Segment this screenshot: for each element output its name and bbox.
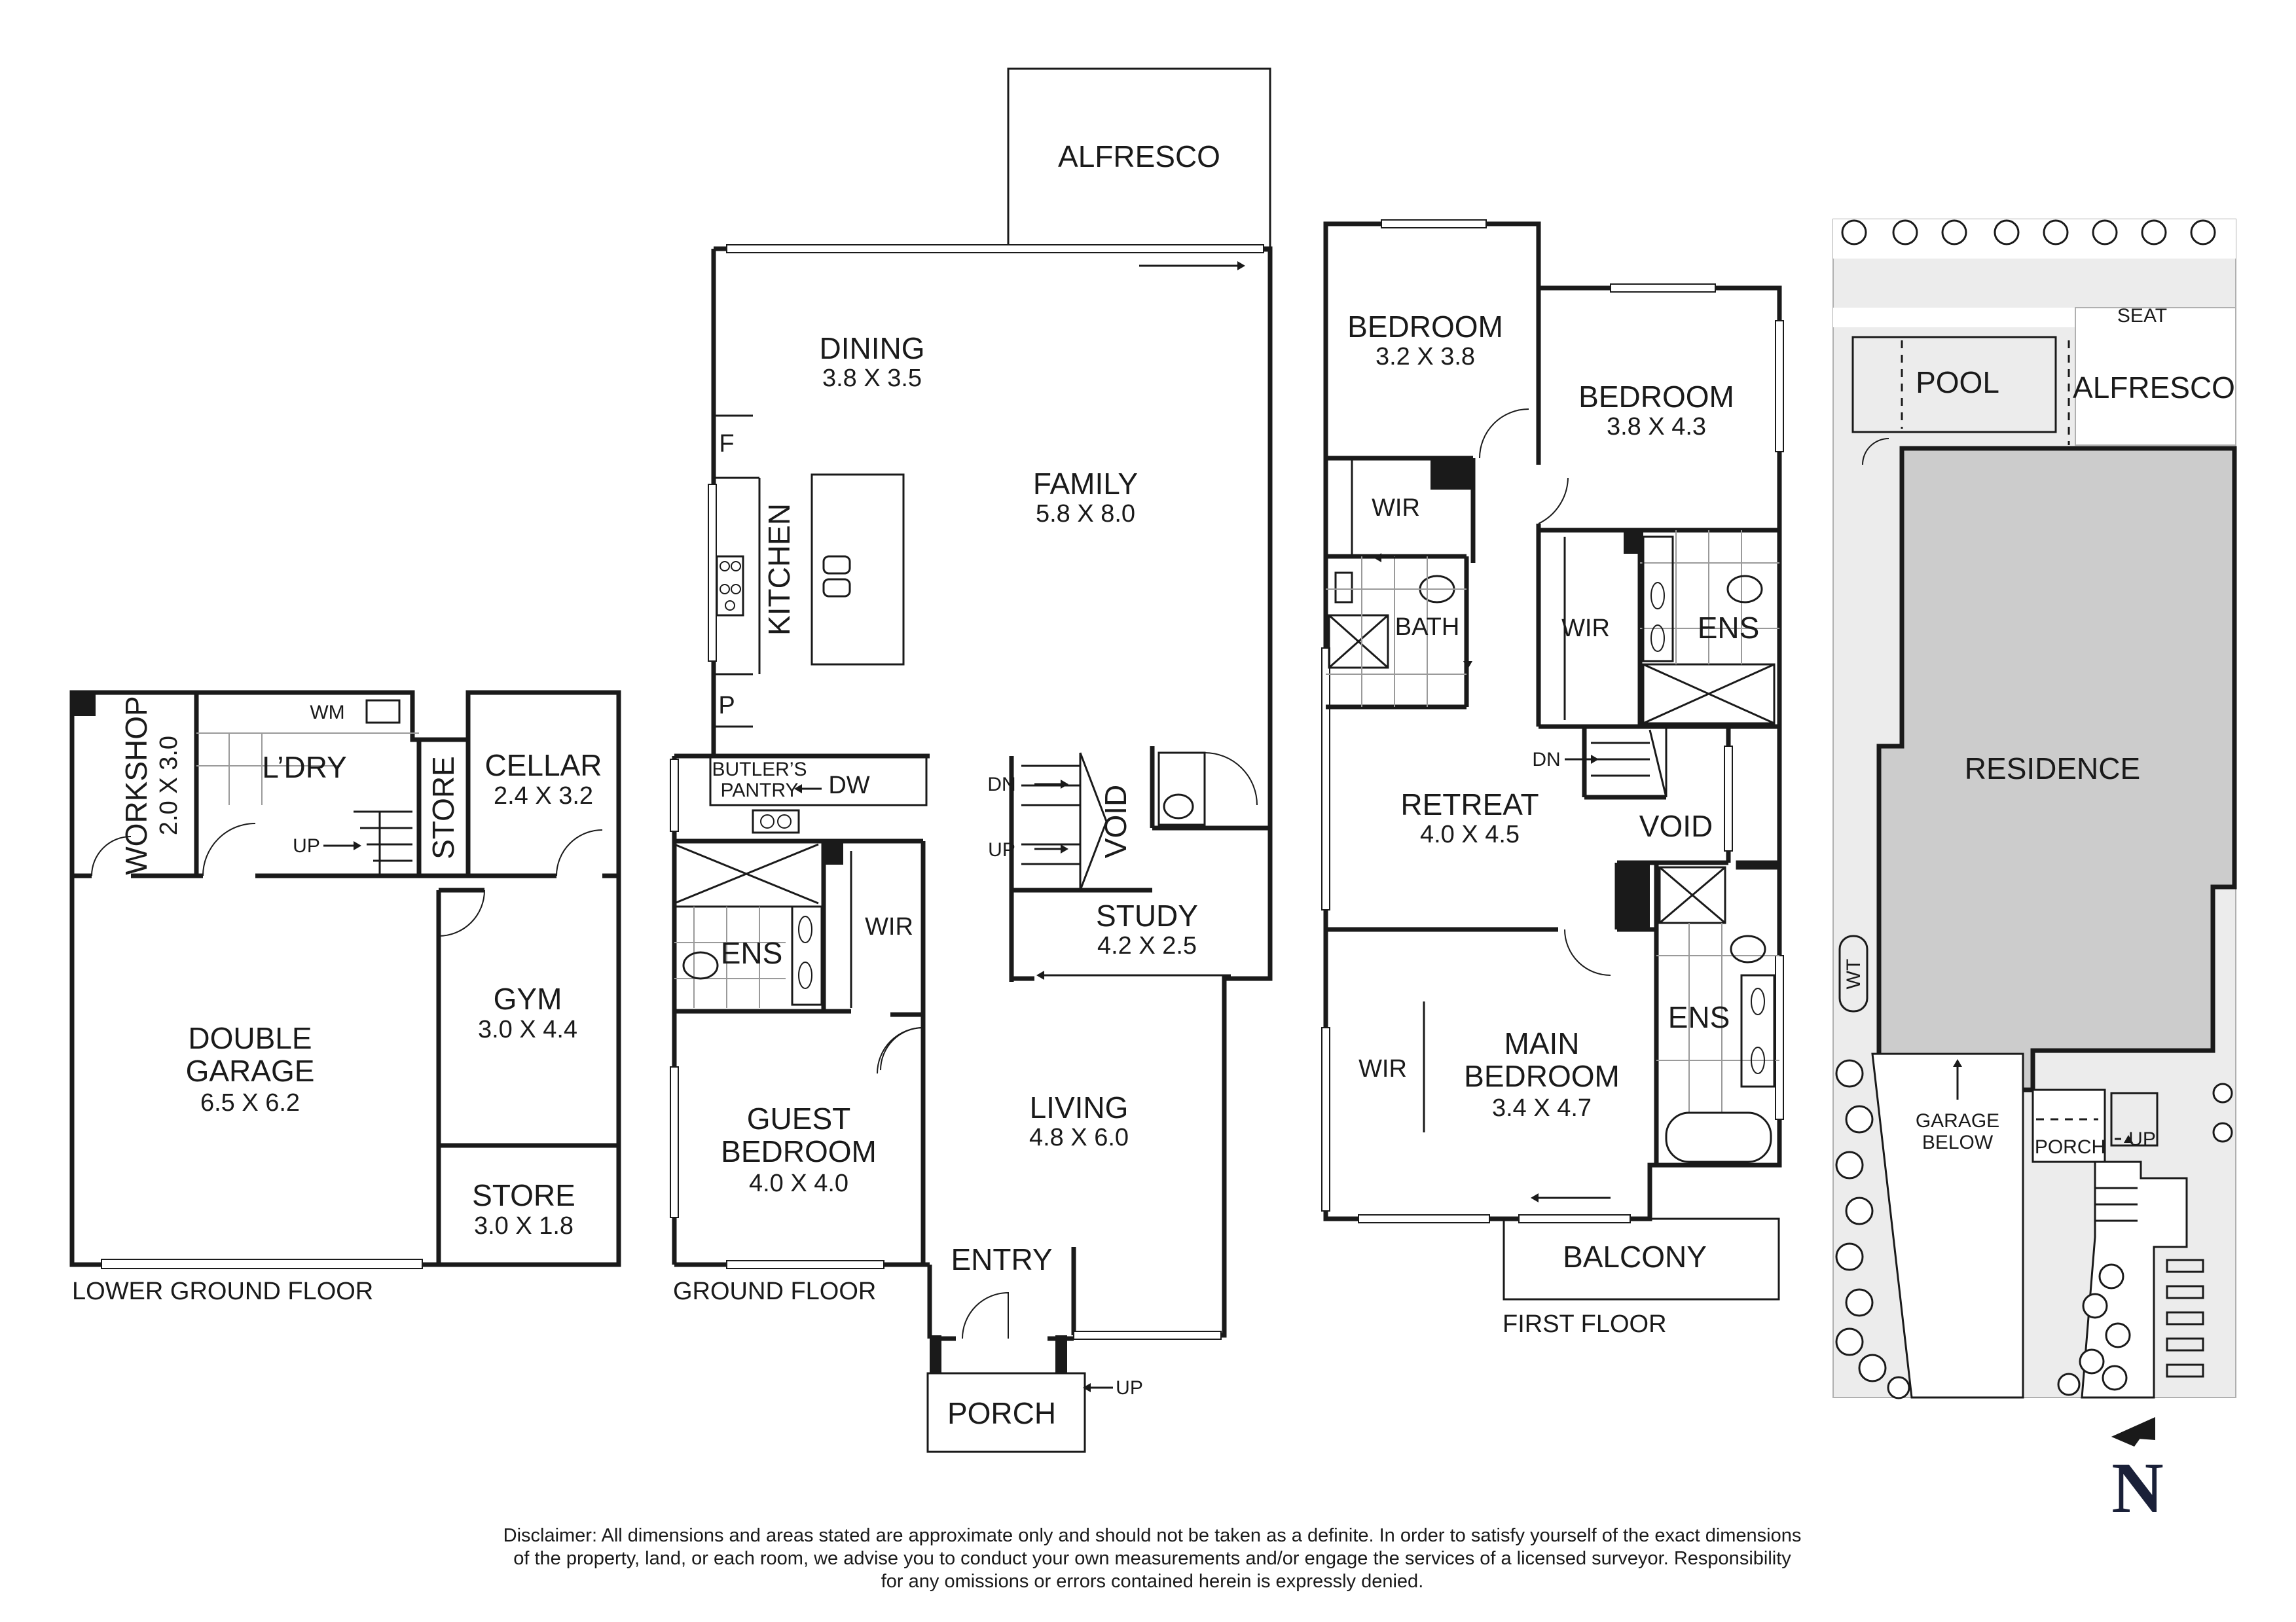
alfresco-label: ALFRESCO <box>1058 139 1220 173</box>
bedroom-a-label: BEDROOM <box>1347 310 1503 344</box>
up-stairs-label: UP <box>988 839 1015 861</box>
bath-label: BATH <box>1395 613 1460 641</box>
porch-label: PORCH <box>947 1396 1056 1430</box>
guest-bedroom-label-1: GUEST <box>747 1102 850 1136</box>
garage-below-label-1: GARAGE <box>1916 1110 1999 1132</box>
void-label-first: VOID <box>1639 809 1713 843</box>
bedroom-b-dim: 3.8 X 4.3 <box>1607 413 1706 441</box>
gym-dim: 3.0 X 4.4 <box>478 1016 577 1043</box>
wir-main-label: WIR <box>1358 1055 1407 1083</box>
up-porch-label: UP <box>1116 1377 1143 1399</box>
pantry-label: P <box>718 692 735 719</box>
site-alfresco-label: ALFRESCO <box>2073 370 2235 405</box>
ens-b-label: ENS <box>1698 611 1760 645</box>
north-arrow-icon: N <box>2111 1417 2164 1528</box>
workshop-label: WORKSHOP <box>119 696 153 874</box>
retreat-dim: 4.0 X 4.5 <box>1420 821 1520 848</box>
garage-below-label-2: BELOW <box>1922 1132 1994 1153</box>
tree-icons <box>1835 219 2233 1399</box>
study-label: STUDY <box>1096 899 1198 933</box>
lower-ground-floor-plan: WORKSHOP 2.0 X 3.0 WM L’DRY STORE CELLAR… <box>69 690 621 1305</box>
lower-ground-floor-label: LOWER GROUND FLOOR <box>72 1278 373 1305</box>
ground-floor-label: GROUND FLOOR <box>673 1278 876 1305</box>
disclaimer: Disclaimer: All dimensions and areas sta… <box>503 1525 1802 1592</box>
cellar-label: CELLAR <box>485 748 602 782</box>
kitchen-label: KITCHEN <box>762 503 796 636</box>
double-garage-label-1: DOUBLE <box>188 1021 312 1055</box>
guest-bedroom-label-2: BEDROOM <box>721 1134 877 1168</box>
dn-label: DN <box>987 774 1015 795</box>
study-dim: 4.2 X 2.5 <box>1097 932 1197 960</box>
wir-label: WIR <box>865 913 913 941</box>
dining-label: DINING <box>820 331 925 365</box>
entry-label: ENTRY <box>951 1242 1052 1276</box>
dishwasher-label: DW <box>828 772 869 799</box>
disclaimer-line-3: for any omissions or errors contained he… <box>881 1571 1424 1592</box>
retreat-label: RETREAT <box>1400 787 1539 821</box>
ground-floor-plan: ALFRESCO DINING 3.8 X 3.5 FAMILY 5.8 X 8… <box>670 67 1273 1453</box>
main-bedroom-label-2: BEDROOM <box>1464 1059 1620 1093</box>
living-dim: 4.8 X 6.0 <box>1029 1124 1129 1151</box>
wir-b-label: WIR <box>1561 615 1610 642</box>
double-garage-label-2: GARAGE <box>186 1054 315 1088</box>
site-porch-label: PORCH <box>2035 1136 2105 1158</box>
dn-label-first: DN <box>1532 749 1560 770</box>
up-label: UP <box>293 835 320 857</box>
bedroom-a-dim: 3.2 X 3.8 <box>1376 343 1475 370</box>
gym-label: GYM <box>494 982 562 1016</box>
ensuite-label: ENS <box>721 936 783 970</box>
living-label: LIVING <box>1030 1090 1129 1125</box>
family-label: FAMILY <box>1033 467 1138 501</box>
store-upper-label: STORE <box>426 756 460 859</box>
guest-bedroom-dim: 4.0 X 4.0 <box>749 1170 848 1197</box>
void-label: VOID <box>1099 785 1133 858</box>
cellar-dim: 2.4 X 3.2 <box>494 782 593 810</box>
residence-label: RESIDENCE <box>1965 751 2140 785</box>
balcony-label: BALCONY <box>1563 1240 1707 1274</box>
pool-label: POOL <box>1916 365 1999 399</box>
butlers-pantry-label-1: BUTLER’S <box>712 759 807 780</box>
site-up-label: UP <box>2128 1128 2156 1150</box>
seat-label: SEAT <box>2117 305 2167 327</box>
family-dim: 5.8 X 8.0 <box>1036 500 1135 528</box>
double-garage-dim: 6.5 X 6.2 <box>200 1089 300 1117</box>
site-plan: SEAT POOL ALFRESCO RESIDENCE WT GARAGE B… <box>1832 219 2237 1399</box>
store-lower-dim: 3.0 X 1.8 <box>474 1212 574 1240</box>
first-floor-label: FIRST FLOOR <box>1503 1310 1667 1338</box>
store-lower-label: STORE <box>472 1178 575 1212</box>
disclaimer-line-2: of the property, land, or each room, we … <box>513 1548 1791 1569</box>
wir-a-label: WIR <box>1372 494 1420 522</box>
wt-label: WT <box>1843 959 1865 990</box>
ens-main-label: ENS <box>1668 1000 1730 1034</box>
disclaimer-line-1: Disclaimer: All dimensions and areas sta… <box>503 1525 1802 1546</box>
dining-dim: 3.8 X 3.5 <box>822 365 922 392</box>
wm-label: WM <box>310 702 344 723</box>
laundry-label: L’DRY <box>262 750 347 784</box>
bedroom-b-label: BEDROOM <box>1578 380 1734 414</box>
fridge-label: F <box>719 430 734 458</box>
main-bedroom-label-1: MAIN <box>1504 1026 1580 1060</box>
north-label: N <box>2111 1448 2163 1528</box>
workshop-dim: 2.0 X 3.0 <box>155 736 183 835</box>
butlers-pantry-label-2: PANTRY <box>721 780 799 801</box>
main-bedroom-dim: 3.4 X 4.7 <box>1492 1094 1592 1122</box>
first-floor-plan: BEDROOM 3.2 X 3.8 BEDROOM 3.8 X 4.3 WIR … <box>1321 219 1784 1338</box>
